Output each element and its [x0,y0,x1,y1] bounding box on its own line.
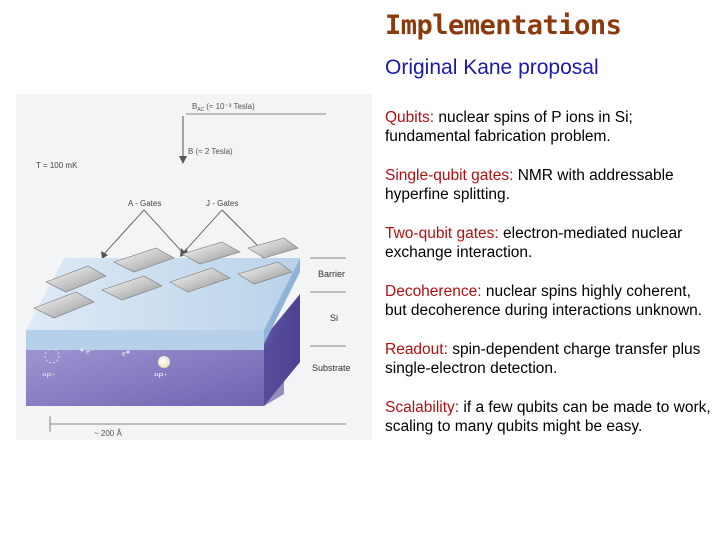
bac-subscript: AC [197,107,204,113]
dim-electron-orbit [44,348,60,364]
bullet-text: if a few qubits can be made to work, sca… [385,399,711,435]
si-label: Si [330,313,338,323]
layer-tick-marks [310,257,346,347]
bullet-single-qubit-gates: Single-qubit gates: NMR with addressable… [385,166,715,204]
bullet-scalability: Scalability: if a few qubits can be made… [385,398,715,436]
dim-electron-dot [80,348,84,352]
kane-device-figure: BAC(≈ 10⁻³ Tesla) B (≈ 2 Tesla) T = 100 … [16,94,372,440]
bullet-term: Single-qubit gates: [385,167,514,184]
j-gates-label: J - Gates [206,199,238,208]
b-field-arrowhead [179,156,187,164]
bullet-two-qubit-gates: Two-qubit gates: electron-mediated nucle… [385,224,715,262]
svg-text:BAC(≈ 10⁻³ Tesla): BAC(≈ 10⁻³ Tesla) [192,102,255,113]
device-si-layer [26,330,264,350]
bullet-term: Decoherence: [385,283,482,300]
p-donor-atom [157,355,171,369]
substrate-label: Substrate [312,363,351,373]
a-gates-label: A - Gates [128,199,161,208]
bullet-text: spin-dependent charge transfer plus sing… [385,341,701,377]
bullet-text: electron-mediated nuclear exchange inter… [385,225,683,261]
bullet-term: Scalability: [385,399,460,416]
bullet-text: nuclear spins highly coherent, but decoh… [385,283,703,319]
device-barrier-side [264,258,300,344]
slide-title: Implementations [385,10,622,41]
bullet-term: Two-qubit gates: [385,225,499,242]
bullet-term: Readout: [385,341,448,358]
bullet-text: nuclear spins of P ions in Si; fundament… [385,109,633,145]
device-inner-cavity [264,326,284,406]
p-ion-label: ³¹P⁺ [154,373,167,380]
b-field-label: B (≈ 2 Tesla) [188,147,233,156]
bullet-qubits: Qubits: nuclear spins of P ions in Si; f… [385,108,715,146]
bac-symbol: B [192,102,197,111]
bac-value: (≈ 10⁻³ Tesla) [206,102,255,111]
dim-electron-label: e⁻ [86,349,94,356]
temperature-label: T = 100 mK [36,161,78,170]
electron-dot [126,350,130,354]
gate-electrodes [33,237,299,319]
barrier-label: Barrier [318,269,345,279]
bac-label: BAC(≈ 10⁻³ Tesla) [192,102,255,113]
device-substrate-front [26,338,264,406]
bullet-decoherence: Decoherence: nuclear spins highly cohere… [385,282,715,320]
spacing-label: ~ 200 Å [94,429,122,438]
bullet-list: Qubits: nuclear spins of P ions in Si; f… [385,108,715,456]
bullet-text: NMR with addressable hyperfine splitting… [385,167,674,203]
dim-p-ion-label: ³¹P⁺ [42,373,55,380]
bullet-term: Qubits: [385,109,435,126]
bullet-readout: Readout: spin-dependent charge transfer … [385,340,715,378]
electron-label: e⁻ [122,351,130,358]
slide-subtitle: Original Kane proposal [385,56,599,79]
